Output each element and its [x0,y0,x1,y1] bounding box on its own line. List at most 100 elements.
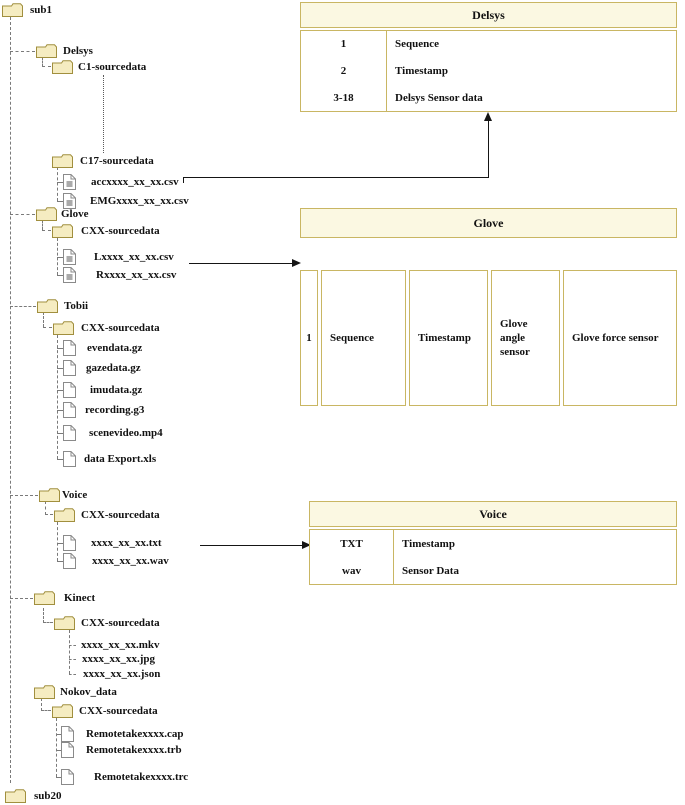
tree-node-label: gazedata.gz [86,362,141,374]
file-icon [63,451,76,467]
tree-node-gazedata: gazedata.gz [63,360,141,376]
c1-c17-ellipsis-line [103,75,104,153]
tree-node-l-csv: Lxxxx_xx_xx.csv [63,249,174,265]
tree-node-label: CXX-sourcedata [81,509,160,521]
glove-cell: 1 [300,270,318,406]
csv-file-icon [63,249,76,265]
branch-kinect [10,598,33,599]
tree-node-wav: xxxx_xx_xx.wav [63,553,169,569]
tree-node-recording: recording.g3 [63,402,144,418]
voice-tick-1 [57,543,63,544]
tree-node-label: data Export.xls [84,453,157,465]
nokov-tick-3 [56,777,61,778]
row-value: Delsys Sensor data [395,91,483,104]
tree-node-label: xxxx_xx_xx.wav [92,555,169,567]
voice-child-line [45,501,46,515]
file-icon [61,742,74,758]
tree-node-label: Kinect [64,592,96,604]
tree-node-label: xxxx_xx_xx.txt [91,537,162,549]
delsys-table-header: Delsys [300,2,677,28]
file-icon [63,553,76,569]
row-key: 2 [340,65,347,77]
tobii-child-tick [43,327,52,328]
branch-glove [10,214,35,215]
voice-cxx-child-line [57,522,58,561]
tobii-child-line [43,312,44,327]
kinect-child-tick [43,622,53,623]
folder-icon [34,591,55,605]
tree-node-scenevideo: scenevideo.mp4 [63,425,163,441]
csv-file-icon [63,193,76,209]
tree-node-r-csv: Rxxxx_xx_xx.csv [63,267,176,283]
tree-node-label: imudata.gz [90,384,143,396]
tobii-cxx-child-line [57,335,58,459]
glove-child-tick [42,230,51,231]
file-icon [63,535,76,551]
arrow-glove-hline [189,263,293,264]
file-icon [63,382,76,398]
tree-node-label: Remotetakexxxx.cap [86,728,184,740]
tree-node-voice-cxx-sourcedata: CXX-sourcedata [54,507,160,523]
folder-icon [52,60,73,74]
table-row: 3-18 Delsys Sensor data [301,84,676,111]
tobii-tick-4 [57,410,63,411]
c17-tick-2 [57,201,63,202]
branch-tobii [10,306,36,307]
tree-node-delsys: Delsys [36,43,93,59]
arrow-glove-head [292,259,301,267]
folder-icon [53,321,74,335]
file-icon [61,726,74,742]
tree-node-label: CXX-sourcedata [81,225,160,237]
tree-node-glove-cxx-sourcedata: CXX-sourcedata [52,223,160,239]
glove-tick-1 [57,257,63,258]
tree-node-evendata: evendata.gz [63,340,142,356]
branch-delsys [10,51,35,52]
glove-cell: Glove force sensor [563,270,677,406]
voice-tick-2 [57,561,63,562]
kinect-tick-2 [69,659,76,660]
tree-node-label: xxxx_xx_xx.mkv [81,639,160,651]
file-icon [63,360,76,376]
tree-node-label: Lxxxx_xx_xx.csv [94,251,174,263]
file-icon [61,769,74,785]
branch-voice [10,495,38,496]
glove-table: Glove 1 Sequence Timestamp Glove angle s… [300,208,677,406]
tree-node-label: evendata.gz [87,342,143,354]
file-icon [63,340,76,356]
kinect-tick-1 [69,645,76,646]
glove-cxx-child-line [57,238,58,275]
folder-icon [39,488,60,502]
folder-icon [5,789,26,803]
row-key: TXT [340,537,363,550]
folder-icon [54,616,75,630]
tree-node-remotetake-trc: Remotetakexxxx.trc [61,769,188,785]
tree-node-label: scenevideo.mp4 [89,427,163,439]
glove-cell: Glove angle sensor [491,270,560,406]
kinect-cxx-child-line [69,630,70,674]
folder-icon [36,207,57,221]
folder-icon [2,3,23,17]
csv-file-icon [63,174,76,190]
tree-node-label: Delsys [63,45,93,57]
tree-node-label: Glove [61,208,89,220]
tree-node-tobii-cxx-sourcedata: CXX-sourcedata [53,320,160,336]
tree-node-sub1: sub1 [2,2,52,18]
folder-icon [36,44,57,58]
table-row: wav Sensor Data [310,557,676,584]
table-row: TXT Timestamp [310,530,676,557]
delsys-child-line [42,57,43,67]
tree-node-label: xxxx_xx_xx.jpg [82,653,156,665]
tree-node-label: Rxxxx_xx_xx.csv [96,269,177,281]
tree-node-label: recording.g3 [85,404,145,416]
glove-cell: Sequence [321,270,406,406]
table-row: 2 Timestamp [301,58,676,85]
arrow-delsys-start-tick [183,177,184,183]
tree-node-label: EMGxxxx_xx_xx.csv [90,195,189,207]
tobii-tick-2 [57,368,63,369]
row-key: wav [342,564,361,577]
tree-node-jpg: xxxx_xx_xx.jpg [82,651,155,667]
tree-node-remotetake-cap: Remotetakexxxx.cap [61,726,183,742]
tobii-tick-1 [57,348,63,349]
tree-node-emg-csv: EMGxxxx_xx_xx.csv [63,193,189,209]
